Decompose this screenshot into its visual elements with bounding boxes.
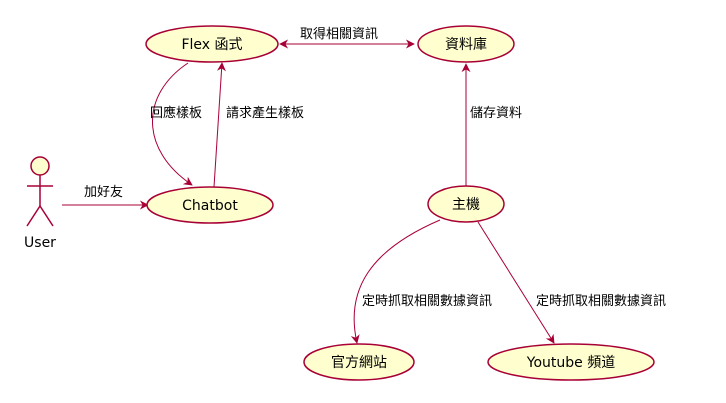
edge-label-chatbot-flex: 請求產生樣板 (226, 105, 304, 121)
edge-user-chatbot: 加好友 (62, 184, 149, 210)
usecase-chatbot: Chatbot (146, 186, 274, 224)
usecase-label-db: 資料庫 (445, 36, 487, 53)
usecase-site: 官方網站 (303, 343, 415, 381)
usecase-youtube: Youtube 頻道 (487, 343, 655, 381)
usecase-label-flex: Flex 函式 (181, 37, 242, 53)
actor-label: User (24, 235, 56, 251)
edge-host-site: 定時抓取相關數據資訊 (350, 219, 492, 344)
edge-flex-db: 取得相關資訊 (279, 26, 415, 49)
usecase-label-host: 主機 (452, 197, 480, 213)
edge-label-host-site: 定時抓取相關數據資訊 (362, 294, 492, 309)
usecase-flex: Flex 函式 (145, 25, 279, 63)
usecase-db: 資料庫 (417, 25, 515, 63)
usecase-host: 主機 (427, 185, 505, 223)
edge-host-db: 儲存資料 (461, 63, 522, 187)
edge-flex-chatbot: 回應樣板 (150, 62, 202, 186)
actor-head (30, 156, 50, 176)
edge-host-youtube: 定時抓取相關數據資訊 (477, 221, 666, 344)
edge-label-flex-chatbot: 回應樣板 (150, 105, 202, 121)
edge-label-flex-db: 取得相關資訊 (300, 26, 378, 42)
edge-label-user-chatbot: 加好友 (84, 184, 123, 200)
edge-label-host-youtube: 定時抓取相關數據資訊 (536, 294, 666, 309)
edge-chatbot-flex: 請求產生樣板 (213, 62, 304, 188)
usecase-label-youtube: Youtube 頻道 (526, 355, 615, 371)
actor-user: User (24, 156, 56, 251)
edge-label-host-db: 儲存資料 (470, 106, 522, 121)
usecase-label-chatbot: Chatbot (182, 198, 238, 214)
usecase-label-site: 官方網站 (331, 355, 387, 371)
